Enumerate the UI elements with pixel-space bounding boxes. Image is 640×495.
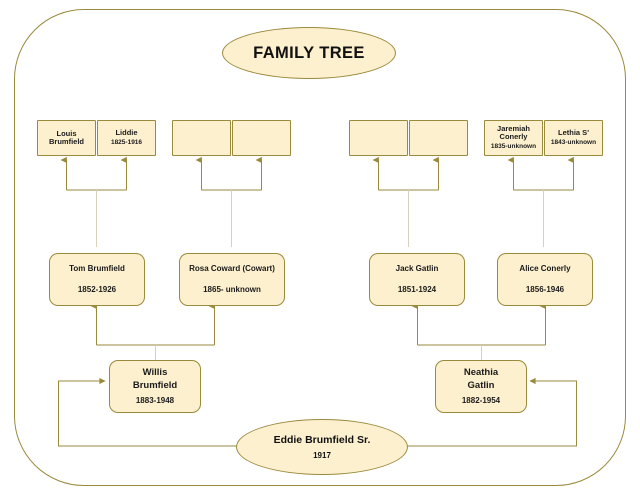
node-name: Eddie Brumfield Sr. bbox=[273, 434, 371, 446]
node-liddie[interactable]: Liddie 1825-1916 bbox=[97, 120, 156, 156]
wire-eddie-to-willis bbox=[58, 377, 237, 447]
node-jack-gatlin[interactable]: Jack Gatlin 1851-1924 bbox=[369, 253, 465, 306]
node-name: Lethia S' bbox=[558, 128, 589, 137]
node-name-line2: Brumfield bbox=[48, 137, 84, 146]
node-name: Alice Conerly bbox=[519, 264, 571, 273]
node-years: 1852-1926 bbox=[77, 285, 117, 294]
node-blank-4[interactable] bbox=[409, 120, 468, 156]
node-tom-brumfield[interactable]: Tom Brumfield 1852-1926 bbox=[49, 253, 145, 306]
diagram-border bbox=[14, 9, 626, 486]
node-name: Jack Gatlin bbox=[395, 264, 439, 273]
node-name-line1: Louis bbox=[56, 129, 77, 139]
wire-eddie-to-neathia bbox=[406, 377, 577, 447]
node-blank-3[interactable] bbox=[349, 120, 408, 156]
node-blank-1[interactable] bbox=[172, 120, 231, 156]
node-name-line1: Neathia bbox=[463, 367, 499, 379]
page-title: FAMILY TREE bbox=[253, 43, 365, 62]
node-years: 1865- unknown bbox=[203, 285, 261, 294]
node-years: 1882-1954 bbox=[461, 395, 501, 405]
node-name-line1: Jaremiah bbox=[497, 124, 530, 134]
node-neathia-gatlin[interactable]: Neathia Gatlin 1882-1954 bbox=[435, 360, 527, 413]
diagram-title-node: FAMILY TREE bbox=[222, 27, 396, 79]
node-name: Liddie bbox=[115, 128, 138, 137]
node-name-line1: Willis bbox=[142, 367, 168, 379]
node-lethia-s[interactable]: Lethia S' 1843-unknown bbox=[544, 120, 603, 156]
node-blank-2[interactable] bbox=[232, 120, 291, 156]
node-years: 1917 bbox=[313, 451, 331, 460]
node-name: Tom Brumfield bbox=[69, 264, 125, 273]
node-years: 1843-unknown bbox=[550, 138, 597, 146]
node-years: 1825-1916 bbox=[110, 138, 143, 146]
node-louis-brumfield[interactable]: Louis Brumfield bbox=[37, 120, 96, 156]
node-jaremiah-conerly[interactable]: Jaremiah Conerly 1835-unknown bbox=[484, 120, 543, 156]
node-name: Rosa Coward (Cowart) bbox=[189, 264, 275, 273]
node-name-line2: Conerly bbox=[499, 131, 528, 141]
node-years: 1883-1948 bbox=[135, 395, 175, 405]
node-name-line2: Gatlin bbox=[467, 380, 495, 391]
node-willis-brumfield[interactable]: Willis Brumfield 1883-1948 bbox=[109, 360, 201, 413]
node-years: 1856-1946 bbox=[525, 285, 565, 294]
node-years: 1851-1924 bbox=[397, 285, 437, 294]
node-rosa-coward[interactable]: Rosa Coward (Cowart) 1865- unknown bbox=[179, 253, 285, 306]
node-name-line2: Brumfield bbox=[132, 380, 178, 391]
node-eddie-brumfield-sr[interactable]: Eddie Brumfield Sr. 1917 bbox=[236, 419, 408, 475]
node-alice-conerly[interactable]: Alice Conerly 1856-1946 bbox=[497, 253, 593, 306]
node-years: 1835-unknown bbox=[490, 142, 537, 150]
